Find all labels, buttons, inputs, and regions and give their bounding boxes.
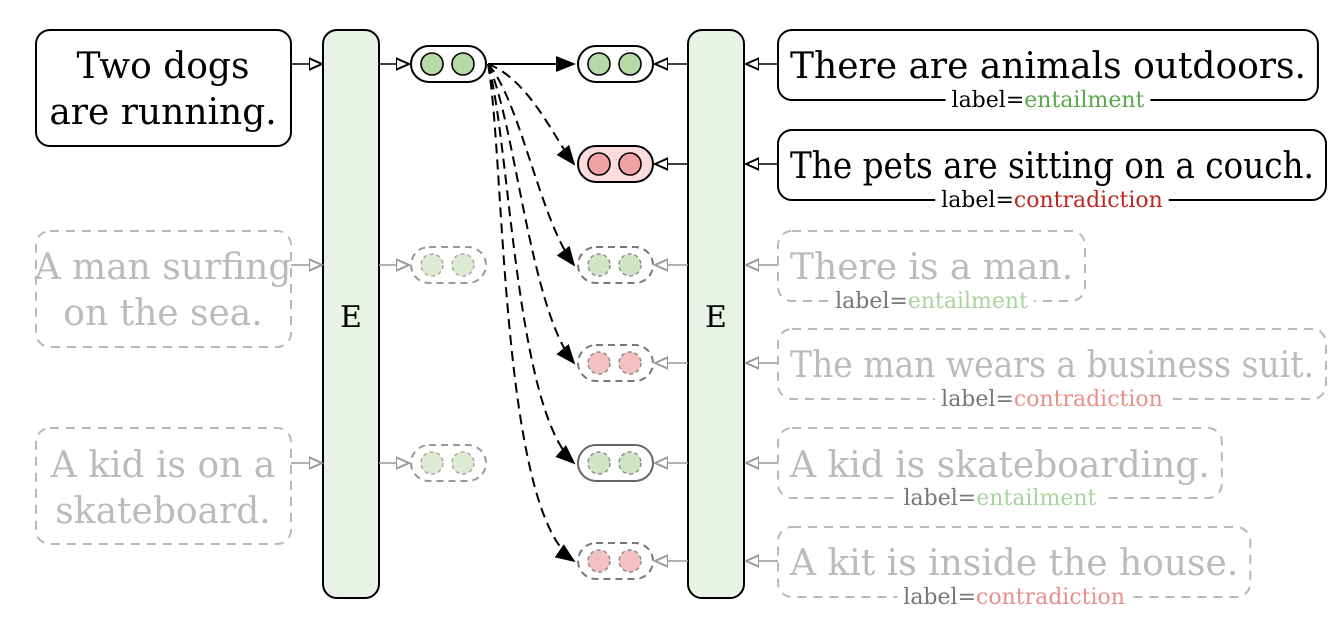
hypothesis-0-text: There are animals outdoors. [790, 46, 1306, 87]
hypothesis-1-label: label=contradiction [941, 188, 1163, 213]
hypothesis-embedding-0 [577, 45, 654, 83]
hypothesis-0-label: label=entailment [952, 88, 1145, 113]
hypothesis-box-3: The man wears a business suit. label=con… [777, 328, 1327, 412]
hypothesis-embedding-4 [577, 444, 654, 482]
premise-0-line-1: are running. [49, 92, 276, 133]
similarity-arrow-5 [487, 63, 576, 563]
premise-box-1: A man surfing on the sea. [34, 230, 292, 348]
premise-box-2: A kid is on a skateboard. [35, 427, 292, 545]
premise-embedding-0 [410, 45, 487, 83]
hypothesis-1-text: The pets are sitting on a couch. [790, 146, 1314, 187]
hypothesis-2-label: label=entailment [835, 289, 1028, 314]
hypothesis-embedding-3 [577, 344, 654, 382]
premise-2-line-1: skateboard. [55, 491, 270, 532]
hypothesis-embedding-1 [577, 145, 654, 183]
hypothesis-3-text: The man wears a business suit. [790, 345, 1314, 386]
hypothesis-embedding-2 [577, 246, 654, 284]
hypothesis-box-5: A kit is inside the house. label=contrad… [777, 526, 1252, 610]
premise-2-line-0: A kid is on a [50, 445, 275, 486]
premise-embedding-2 [410, 444, 487, 482]
hypothesis-4-label: label=entailment [904, 486, 1097, 511]
hypothesis-embedding-5 [577, 542, 654, 580]
hypothesis-3-label: label=contradiction [941, 387, 1163, 412]
premise-embedding-1 [410, 246, 487, 284]
encoder-right: E [687, 29, 745, 599]
premise-1-line-1: on the sea. [63, 293, 262, 334]
hypothesis-5-text: A kit is inside the house. [789, 543, 1238, 584]
hypothesis-2-text: There is a man. [790, 247, 1073, 288]
similarity-arrow-4 [487, 63, 576, 465]
premise-0-line-0: Two dogs [77, 46, 250, 87]
encoder-left-label: E [340, 300, 362, 335]
encoder-right-label: E [705, 300, 727, 335]
hypothesis-box-2: There is a man. label=entailment [777, 230, 1087, 314]
premise-box-0: Two dogs are running. [35, 29, 292, 147]
hypothesis-box-0: There are animals outdoors. label=entail… [777, 29, 1319, 113]
encoder-left: E [322, 29, 380, 599]
similarity-arrow-3 [487, 63, 576, 365]
hypothesis-box-1: The pets are sitting on a couch. label=c… [777, 129, 1327, 213]
similarity-arrow-2 [487, 63, 576, 267]
premise-1-line-0: A man surfing [34, 247, 292, 288]
hypothesis-4-text: A kid is skateboarding. [789, 445, 1210, 486]
hypothesis-box-4: A kid is skateboarding. label=entailment [777, 427, 1223, 511]
similarity-arrow-1 [487, 63, 576, 166]
hypothesis-5-label: label=contradiction [903, 585, 1125, 610]
